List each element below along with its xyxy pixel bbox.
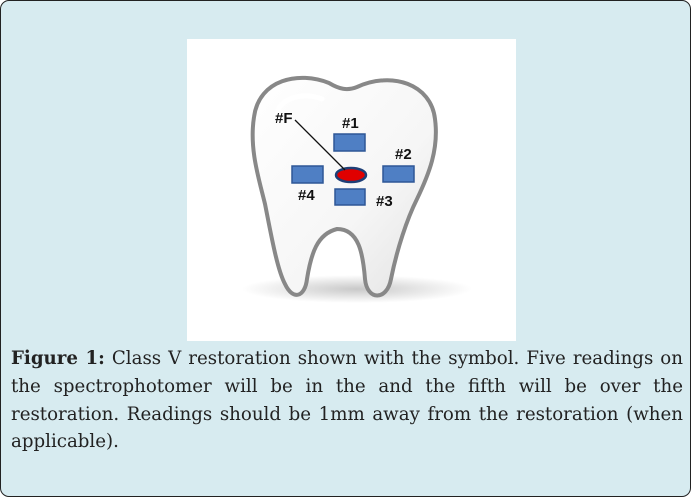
label-2: #2 — [395, 146, 412, 163]
label-4: #4 — [298, 187, 315, 204]
tooth-diagram: #F #1 #2 #3 #4 — [187, 39, 516, 341]
label-1: #1 — [342, 115, 359, 132]
reading-box-4 — [292, 166, 323, 183]
reading-box-3 — [335, 189, 365, 205]
reading-box-1 — [334, 134, 365, 151]
tooth-shadow — [242, 275, 472, 303]
figure-label: Figure 1: — [11, 348, 105, 369]
caption-line-1: Class V restoration shown with the symbo… — [105, 348, 566, 369]
restoration-symbol — [336, 168, 366, 182]
label-f: #F — [275, 110, 293, 127]
tooth-diagram-svg: #F #1 #2 #3 #4 — [187, 39, 516, 341]
label-3: #3 — [376, 193, 393, 210]
figure-caption: Figure 1: Class V restoration shown with… — [11, 345, 683, 456]
reading-box-2 — [383, 166, 414, 182]
